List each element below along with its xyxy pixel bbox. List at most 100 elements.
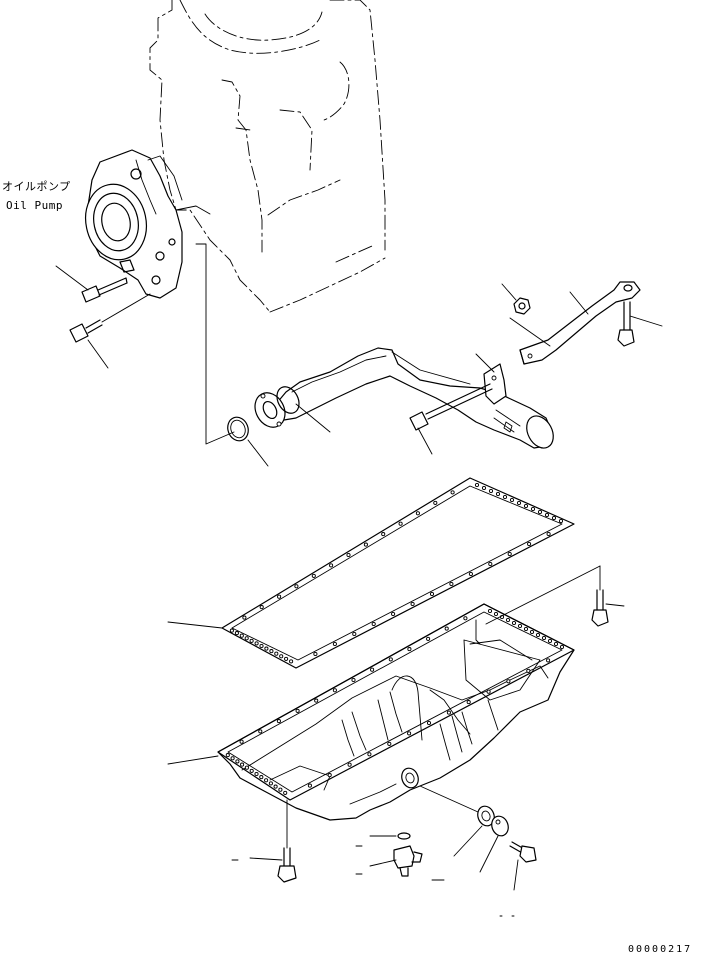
bolt-hole <box>450 490 455 495</box>
bolt-hole <box>537 509 543 515</box>
drawing-code: 00000217 <box>628 944 693 955</box>
drain-cover-gasket <box>419 785 495 857</box>
engine-block-outline <box>149 0 386 313</box>
bolt-hole <box>351 677 356 683</box>
pump-mounting-bolt-lower <box>69 293 151 369</box>
bolt-hole <box>239 739 244 744</box>
bolt-hole <box>495 491 501 497</box>
bolt-hole <box>259 605 264 610</box>
bolt-hole <box>530 506 536 512</box>
bolt-hole <box>488 561 493 567</box>
pan-mounting-bolt-left <box>231 799 297 883</box>
bolt-hole <box>415 511 420 516</box>
bolt-hole <box>370 667 375 672</box>
bolt-hole <box>429 591 435 597</box>
bolt-hole <box>268 781 273 786</box>
bolt-hole <box>264 778 269 783</box>
bolt-hole <box>311 573 316 578</box>
bolt-hole <box>546 531 551 537</box>
bolt-hole <box>279 654 284 659</box>
bolt-hole <box>284 656 289 661</box>
pipe-bolt <box>409 383 493 455</box>
bolt-hole <box>486 689 491 694</box>
bolt-hole <box>551 515 557 521</box>
bolt-hole <box>544 512 550 518</box>
bolt-hole <box>433 500 438 505</box>
bolt-hole <box>466 700 471 705</box>
bolt-hole <box>426 636 431 641</box>
bolt-hole <box>511 620 517 626</box>
bolt-hole <box>363 542 368 547</box>
bolt-hole <box>426 720 432 726</box>
bolt-hole <box>407 731 412 736</box>
bolt-hole <box>371 621 376 627</box>
bolt-hole <box>487 608 493 614</box>
bolt-hole <box>547 638 553 644</box>
bolt-hole <box>541 635 547 641</box>
bolt-hole <box>507 551 512 557</box>
bolt-hole <box>235 759 240 764</box>
bolt-hole <box>289 659 294 664</box>
bolt-hole <box>505 617 511 623</box>
bolt-hole <box>229 628 234 633</box>
bolt-hole <box>313 651 318 657</box>
bolt-hole <box>502 494 508 500</box>
bolt-hole <box>407 647 412 652</box>
bolt-hole <box>225 753 230 758</box>
pan-mounting-bolt-right <box>485 565 625 627</box>
bolt-hole <box>463 616 468 621</box>
bolt-hole <box>273 784 278 789</box>
bolt-hole <box>526 668 531 673</box>
bolt-hole <box>254 771 259 777</box>
bolt-hole <box>259 643 264 649</box>
bolt-hole <box>249 638 254 643</box>
bolt-hole <box>474 482 480 488</box>
bolt-hole <box>254 641 259 646</box>
bolt-hole <box>276 719 281 724</box>
bolt-hole <box>449 581 454 587</box>
bolt-hole <box>307 783 312 788</box>
bolt-hole <box>553 641 559 647</box>
bolt-hole <box>352 631 357 637</box>
bolt-hole <box>529 629 535 635</box>
bolt-hole <box>274 651 279 656</box>
bolt-hole <box>230 756 235 761</box>
bolt-hole <box>391 611 396 617</box>
connection-line <box>195 243 235 445</box>
bolt-hole <box>294 584 299 589</box>
bolt-hole <box>244 765 249 770</box>
bolt-hole <box>244 636 249 641</box>
drain-cover <box>479 815 509 873</box>
bolt-hole <box>240 762 245 767</box>
bolt-hole <box>517 623 523 629</box>
pipe-bracket <box>519 281 641 365</box>
bolt-hole <box>468 571 473 577</box>
bolt-hole <box>258 729 263 734</box>
oil-pan-gasket <box>167 477 575 669</box>
bolt-hole <box>398 521 403 526</box>
bolt-hole <box>388 657 393 662</box>
drain-cover-bolt <box>509 841 537 891</box>
oil-pan <box>167 603 575 821</box>
bolt-hole <box>242 615 247 620</box>
bolt-hole <box>327 773 332 778</box>
bolt-hole <box>523 626 529 632</box>
bolt-hole <box>410 601 415 607</box>
drain-o-ring <box>355 832 411 847</box>
bolt-hole <box>381 532 386 537</box>
bolt-hole <box>558 518 564 524</box>
oil-pump <box>85 149 211 299</box>
bolt-hole <box>559 644 565 650</box>
bracket-nut <box>501 283 551 347</box>
bolt-hole <box>481 485 487 491</box>
bolt-hole <box>506 679 511 684</box>
bolt-hole <box>444 626 449 631</box>
bolt-hole <box>535 632 541 638</box>
bolt-hole <box>527 541 532 547</box>
bolt-hole <box>509 497 515 503</box>
bolt-hole <box>516 500 522 506</box>
bolt-hole <box>283 790 288 795</box>
bolt-hole <box>329 563 334 568</box>
